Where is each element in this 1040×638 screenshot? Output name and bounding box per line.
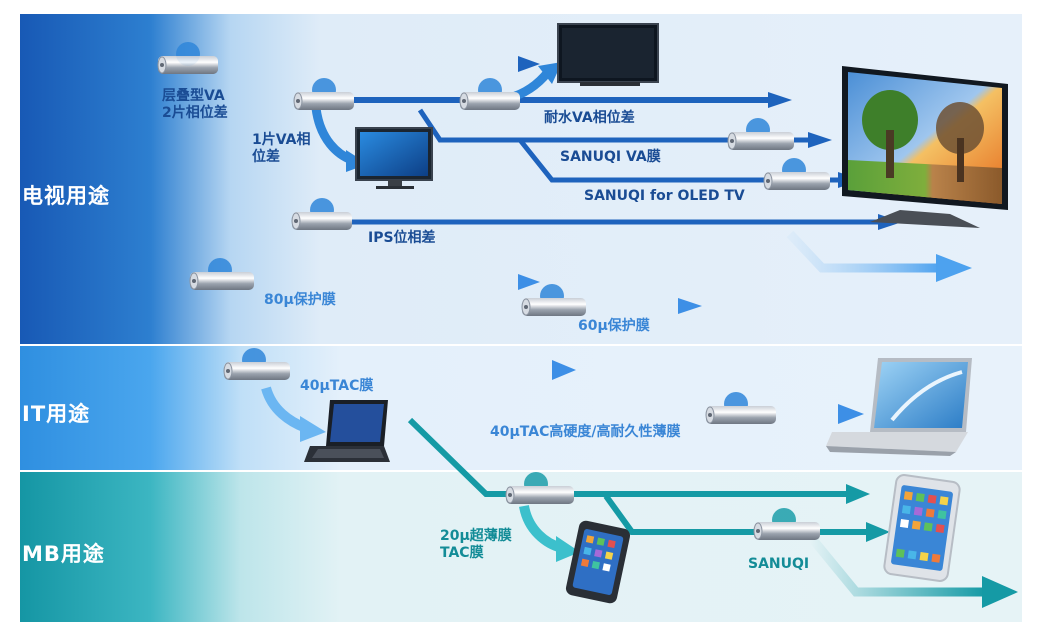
small-tv-icon (557, 23, 659, 86)
roll-icon (459, 78, 520, 110)
label-stacked-va: 层叠型VA 2片相位差 (162, 88, 228, 122)
monitor-icon (355, 127, 433, 189)
arrow-sanuqi-oled (518, 138, 840, 183)
roll-icon (763, 158, 830, 190)
laptop-silver-icon (826, 358, 972, 456)
arrow-mb-fade (806, 533, 985, 597)
label-stacked-va-line2: 2片相位差 (162, 105, 228, 121)
label-ultra-thin-tac: 20μ超薄膜 TAC膜 (440, 528, 512, 562)
label-ultra-thin-line1: 20μ超薄膜 (440, 528, 512, 544)
arrow-tv-fade (786, 230, 940, 273)
roll-icon (705, 392, 776, 424)
big-tv-icon (842, 66, 1008, 228)
film-rolls (157, 42, 830, 540)
label-sanuqi: SANUQI (748, 556, 810, 572)
label-40tac: 40μTAC膜 (300, 378, 374, 394)
label-80-protect: 80μ保护膜 (264, 292, 336, 308)
section-label-mb: MB用途 (22, 542, 105, 566)
label-ips: IPS位相差 (368, 230, 436, 246)
roll-icon (753, 508, 820, 540)
label-60-protect: 60μ保护膜 (578, 318, 650, 334)
tablet-phone-icon (883, 474, 961, 582)
roll-icon (157, 42, 218, 74)
roll-icon (189, 258, 254, 290)
arrow-it-to-mb (407, 417, 850, 497)
arrow-sanuqi-va (417, 108, 810, 143)
section-label-it: IT用途 (22, 402, 91, 426)
roll-icon (727, 118, 794, 150)
smartphone-icon (565, 520, 631, 604)
label-water-resistant-va: 耐水VA相位差 (544, 110, 635, 126)
label-ultra-thin-line2: TAC膜 (440, 545, 484, 561)
label-40tac-hard: 40μTAC高硬度/高耐久性薄膜 (490, 424, 681, 440)
label-single-va-line1: 1片VA相 (252, 132, 311, 148)
label-sanuqi-va: SANUQI VA膜 (560, 149, 661, 165)
label-sanuqi-oled: SANUQI for OLED TV (584, 188, 745, 204)
section-label-tv: 电视用途 (22, 184, 110, 208)
label-stacked-va-line1: 层叠型VA (162, 88, 225, 104)
roll-icon (291, 198, 352, 230)
roll-icon (505, 472, 574, 504)
roll-icon (521, 284, 586, 316)
label-single-va: 1片VA相 位差 (252, 132, 310, 166)
tv-arrows (200, 56, 972, 314)
roll-icon (293, 78, 354, 110)
label-single-va-line2: 位差 (252, 149, 280, 165)
laptop-it-icon (304, 400, 390, 462)
roll-icon (223, 348, 290, 380)
